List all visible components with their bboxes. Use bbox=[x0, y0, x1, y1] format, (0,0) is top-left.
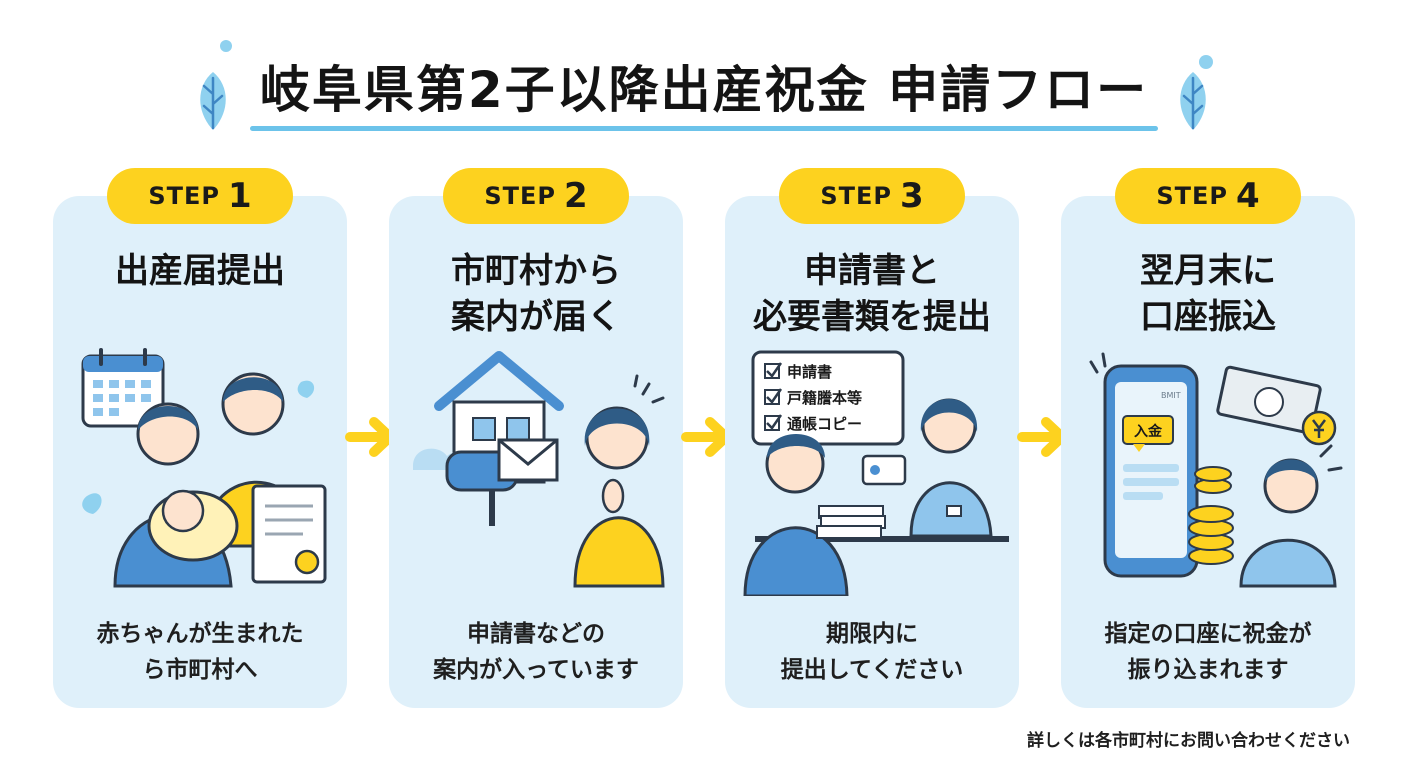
phone-brand: BMIT bbox=[1161, 391, 1181, 400]
step-card-3: STEP 3 申請書と 必要書類を提出 申請書 戸籍謄本等 通帳コピー bbox=[725, 168, 1019, 708]
house-mailbox-woman-illustration bbox=[413, 351, 665, 588]
checkbox-checked-icon bbox=[764, 362, 783, 379]
step-number: 1 bbox=[227, 176, 252, 216]
yen-coin-icon bbox=[1301, 410, 1337, 446]
step-heading: 出産届提出 bbox=[115, 251, 285, 291]
step-number: 2 bbox=[563, 176, 588, 216]
step-description: 期限内に 提出してください bbox=[780, 621, 964, 683]
step-description: 赤ちゃんが生まれた ら市町村へ bbox=[96, 621, 304, 683]
step-badge: STEP 2 bbox=[443, 168, 629, 224]
step-heading: 申請書と 必要書類を提出 bbox=[753, 251, 991, 337]
checklist-item: 戸籍謄本等 bbox=[787, 389, 862, 407]
step-label: STEP bbox=[148, 182, 220, 210]
step-badge: STEP 3 bbox=[779, 168, 965, 224]
checkbox-checked-icon bbox=[764, 414, 783, 431]
dot-decoration-icon bbox=[220, 40, 232, 52]
step-number: 4 bbox=[1235, 176, 1260, 216]
step-description: 申請書などの 案内が入っています bbox=[433, 621, 639, 683]
checklist-card: 申請書 戸籍謄本等 通帳コピー bbox=[751, 350, 905, 446]
step-number: 3 bbox=[899, 176, 924, 216]
step-description: 指定の口座に祝金が 振り込まれます bbox=[1104, 621, 1312, 683]
envelope-icon bbox=[497, 438, 559, 482]
counter-submission-illustration: 申請書 戸籍謄本等 通帳コピー bbox=[743, 350, 1009, 596]
page-title: 岐阜県第2子以降出産祝金 申請フロー bbox=[259, 61, 1149, 119]
step-card-1: STEP 1 出産届提出 bbox=[53, 168, 347, 708]
deposit-badge: 入金 bbox=[1134, 423, 1163, 440]
right-leaf-icon bbox=[1180, 72, 1206, 130]
title-underline bbox=[250, 126, 1158, 131]
bank-transfer-illustration: BMIT 入金 bbox=[1089, 352, 1343, 588]
left-leaf-icon bbox=[200, 72, 226, 130]
calendar-icon bbox=[81, 348, 165, 428]
certificate-icon bbox=[251, 484, 327, 584]
step-badge: STEP 1 bbox=[107, 168, 293, 224]
checklist-item: 申請書 bbox=[787, 363, 832, 381]
id-card-icon bbox=[861, 454, 907, 486]
banknote-icon bbox=[1216, 365, 1322, 435]
step-card-4: STEP 4 翌月末に 口座振込 BMIT 入金 bbox=[1061, 168, 1355, 708]
family-with-baby-illustration bbox=[81, 348, 327, 588]
title-area: 岐阜県第2子以降出産祝金 申請フロー bbox=[0, 40, 1408, 140]
document-stack-icon bbox=[816, 505, 886, 539]
step-card-2: STEP 2 市町村から 案内が届く 申請書などの 案内が入っています bbox=[389, 168, 683, 708]
step-badge: STEP 4 bbox=[1115, 168, 1301, 224]
step-label: STEP bbox=[820, 182, 892, 210]
step-heading: 市町村から 案内が届く bbox=[451, 251, 621, 337]
smartphone-icon: BMIT 入金 bbox=[1103, 364, 1199, 578]
step-label: STEP bbox=[484, 182, 556, 210]
footer-note: 詳しくは各市町村にお問い合わせください bbox=[1027, 731, 1350, 751]
step-label: STEP bbox=[1156, 182, 1228, 210]
dot-decoration-icon bbox=[1199, 55, 1213, 69]
checklist-item: 通帳コピー bbox=[787, 415, 862, 433]
checkbox-checked-icon bbox=[764, 388, 783, 405]
coin-stack-icon bbox=[1188, 466, 1234, 565]
step-heading: 翌月末に 口座振込 bbox=[1140, 251, 1276, 337]
